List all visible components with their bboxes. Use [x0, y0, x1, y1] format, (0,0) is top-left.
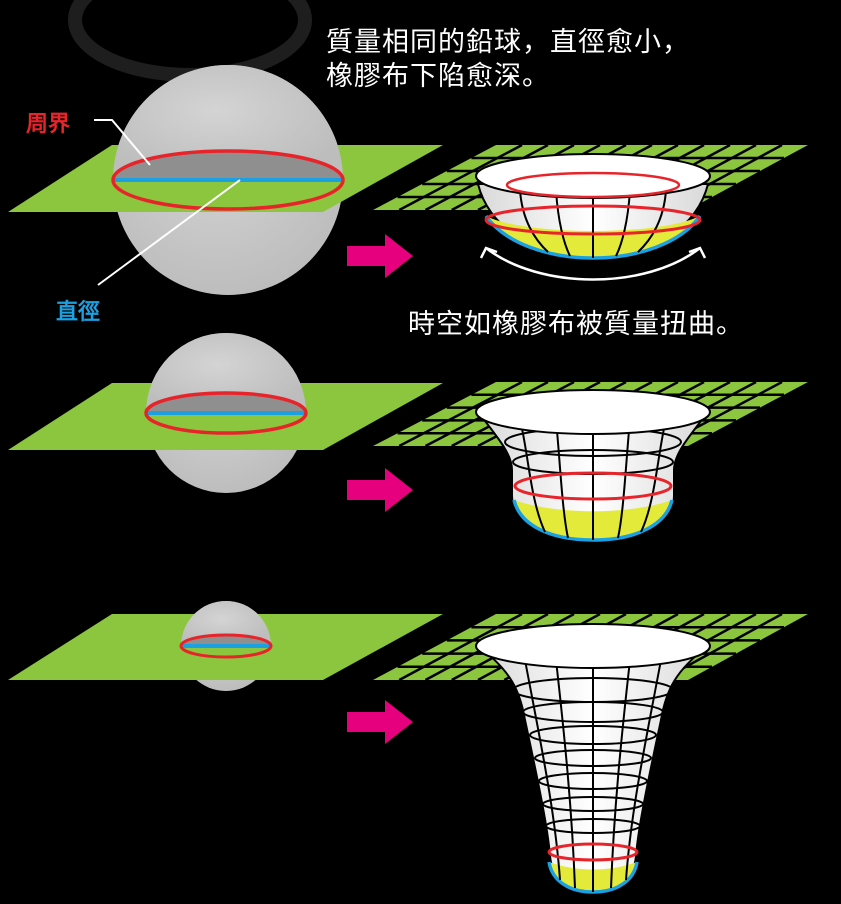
rubber-sheet — [8, 383, 443, 450]
row3-ball-diagram — [8, 601, 443, 691]
row1-warped-sheet — [373, 143, 808, 281]
arrow-right-icon — [347, 468, 413, 512]
diameter-pointer — [97, 179, 241, 286]
ball-upper-half — [113, 65, 343, 180]
row1-ball-diagram — [8, 65, 443, 295]
caption-spacetime: 時空如橡膠布被質量扭曲。 — [408, 309, 744, 340]
perimeter-ring — [111, 149, 345, 211]
perimeter-ring — [179, 633, 273, 659]
twist-arrow — [485, 247, 701, 281]
arrow-right-icon — [347, 234, 413, 278]
label-perimeter: 周界 — [26, 112, 71, 137]
label-diameter: 直徑 — [56, 300, 101, 325]
caption-top-line2: 橡膠布下陷愈深。 — [326, 61, 550, 92]
caption-top-line1: 質量相同的鉛球，直徑愈小， — [326, 27, 690, 58]
row2-warped-sheet — [373, 380, 808, 542]
perimeter-ring — [144, 391, 308, 435]
background-shape — [68, 0, 312, 82]
row2-ball-diagram — [8, 333, 443, 493]
arrow-right-icon — [347, 700, 413, 744]
row3-warped-sheet — [373, 612, 808, 894]
perimeter-pointer — [94, 119, 151, 166]
